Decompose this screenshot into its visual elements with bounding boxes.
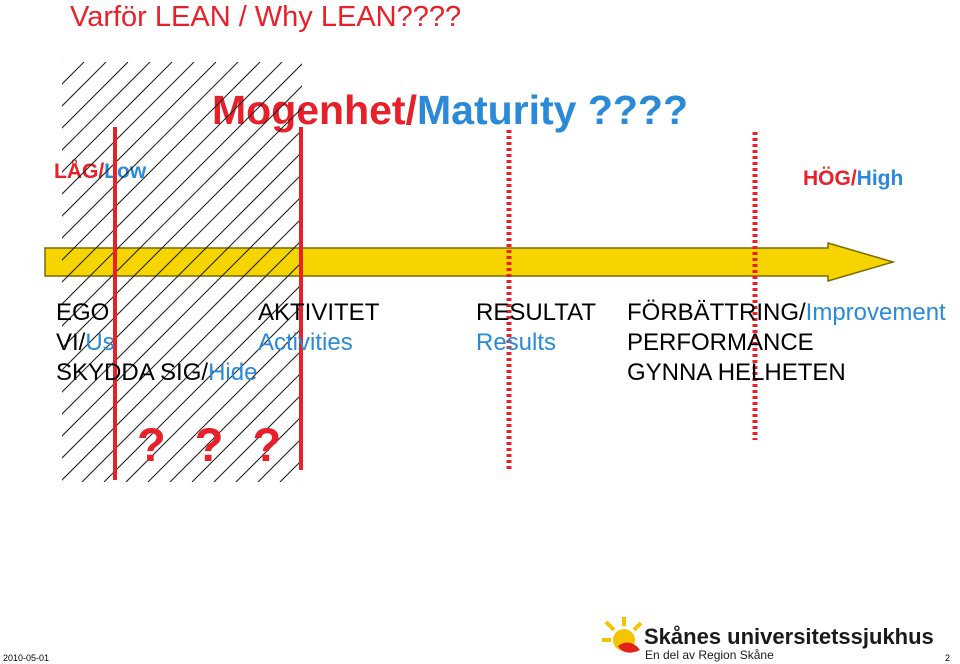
hatch-line [62,62,261,261]
hatch-line [62,63,302,305]
high-sv: HÖG/ [803,167,857,190]
high-label: HÖG/High [803,166,903,192]
hatch-line [213,393,302,482]
slide-title: Varför LEAN / Why LEAN???? [70,1,462,33]
hatch-line [62,239,302,481]
hatch-line [62,62,173,173]
hatch-line [191,371,302,482]
maturity-sv: Mogenhet/ [212,87,417,133]
hatch-line [62,62,151,151]
result-label: RESULTAT [476,299,597,326]
improvement-en: Improvement [805,299,946,326]
hide-en: Hide [208,359,258,386]
hatch-line [62,62,217,217]
page-number: 2 [945,653,951,663]
hatch-line [81,261,302,482]
hide-sv: SKYDDA SIG/ [56,359,209,386]
hatch-line [147,327,302,482]
hatch-line [62,62,239,239]
hatch-line [62,195,302,437]
low-sv: LÅG/ [54,160,105,183]
improvement-label: FÖRBÄTTRING/Improvement [627,298,946,328]
hatch-line [62,107,302,349]
us-label: VI/Us [56,328,115,358]
hatch-line [62,151,302,393]
activity-label: AKTIVITET [258,299,380,326]
maturity-arrow [44,241,896,283]
maturity-heading: Mogenhet/Maturity ???? [212,86,688,134]
performance-label: PERFORMANCE [627,329,814,356]
hatch-line [62,62,283,283]
hatch-line [62,173,302,415]
us-en: Us [85,329,115,356]
question-marks: ? ? ? [137,418,290,471]
hatch-line [103,283,302,482]
footer-date: 2010-05-01 [3,653,50,663]
maturity-en: Maturity ???? [416,87,689,133]
high-en: High [856,167,904,190]
hatch-line [125,305,302,482]
us-sv: VI/ [56,329,86,356]
holistic-label: GYNNA HELHETEN [627,359,846,386]
logo-name: Skånes universitetssjukhus [644,624,934,649]
hide-label: SKYDDA SIG/Hide [56,358,257,388]
hatch-line [169,349,302,482]
hatch-line [62,217,302,459]
improvement-sv: FÖRBÄTTRING/ [627,299,806,326]
hatch-line [62,62,195,195]
activity-label-en: Activities [258,329,353,356]
logo-subtitle: En del av Region Skåne [645,648,774,662]
result-label-en: Results [476,329,557,356]
ego-label: EGO [56,299,110,326]
